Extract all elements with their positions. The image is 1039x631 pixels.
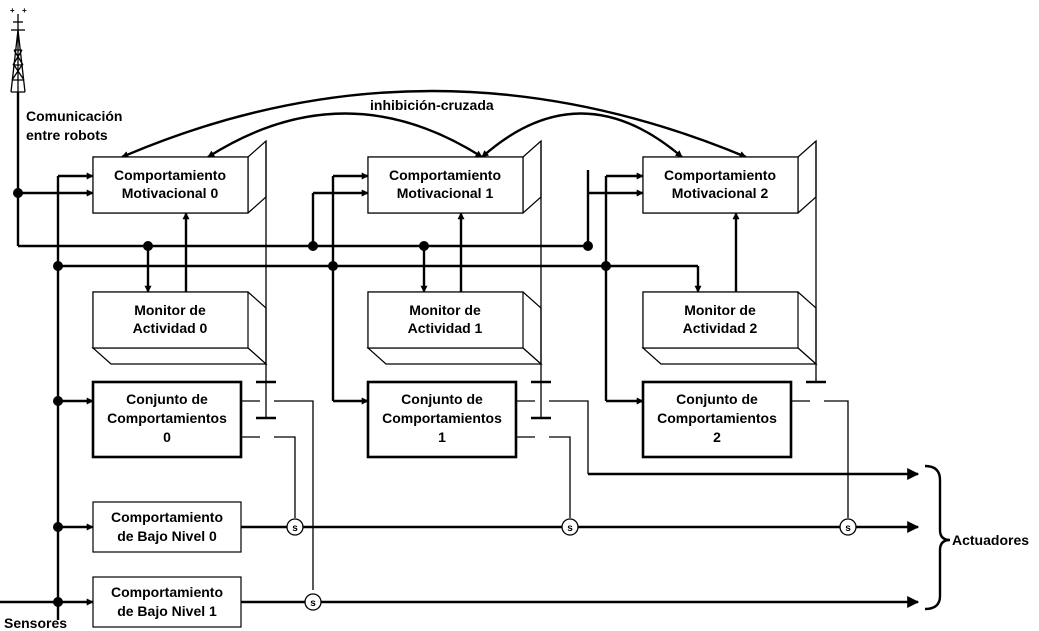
actuadores-label: Actuadores: [952, 532, 1029, 548]
actuadores-brace: [924, 464, 951, 611]
conjunto-0-line2: Comportamientos: [107, 410, 227, 426]
motivacional-1-line1: Comportamiento: [389, 167, 501, 183]
conjunto-box-0: Conjunto de Comportamientos 0: [91, 380, 243, 459]
antenna-icon: + +: [10, 6, 27, 93]
conjunto-2-line1: Conjunto de: [676, 391, 758, 407]
monitor-2-line2: Actividad 2: [683, 320, 758, 336]
conjunto-2-line3: 2: [713, 429, 721, 445]
conjunto-0-line3: 0: [163, 429, 171, 445]
motivacional-box-2: Comportamiento Motivacional 2: [642, 139, 817, 214]
monitor-box-1: Monitor de Actividad 1: [366, 291, 543, 366]
sensores-label: Sensores: [4, 615, 67, 631]
svg-text:+: +: [10, 6, 15, 15]
monitor-1-line1: Monitor de: [409, 302, 481, 318]
monitor-box-0: Monitor de Actividad 0: [91, 291, 268, 366]
inhibicion-label: inhibición-cruzada: [370, 97, 494, 113]
conjunto-1-line1: Conjunto de: [401, 391, 483, 407]
conjunto-0-line1: Conjunto de: [126, 391, 208, 407]
suppression-nodes: s s s s: [286, 518, 857, 611]
motivacional-box-1: Comportamiento Motivacional 1: [367, 139, 542, 214]
s-node-label: s: [292, 523, 298, 534]
motivacional-2-line2: Motivacional 2: [672, 185, 769, 201]
s-node-label: s: [567, 523, 573, 534]
conjunto-1-line3: 1: [438, 429, 446, 445]
motivacional-0-line2: Motivacional 0: [122, 185, 219, 201]
monitor-box-2: Monitor de Actividad 2: [641, 291, 818, 366]
motivacional-0-line1: Comportamiento: [114, 167, 226, 183]
bajo-nivel-1-line2: de Bajo Nivel 1: [117, 603, 217, 619]
comunicacion-label-line2: entre robots: [26, 127, 108, 143]
inhibicion-arcs: [121, 89, 747, 159]
conjunto-1-line2: Comportamientos: [382, 410, 502, 426]
bajo-nivel-1-line1: Comportamiento: [111, 584, 223, 600]
motivacional-box-0: Comportamiento Motivacional 0: [92, 139, 267, 214]
bajo-nivel-0-line1: Comportamiento: [111, 509, 223, 525]
motivacional-2-line1: Comportamiento: [664, 167, 776, 183]
monitor-1-line2: Actividad 1: [408, 320, 483, 336]
junction-dots: [13, 188, 611, 607]
communication-bus: [16, 92, 698, 268]
comunicacion-label-line1: Comunicación: [26, 108, 122, 124]
s-node-label: s: [845, 523, 851, 534]
monitor-2-line1: Monitor de: [684, 302, 756, 318]
bajo-nivel-0-line2: de Bajo Nivel 0: [117, 528, 217, 544]
bajo-nivel-box-0: Comportamiento de Bajo Nivel 0: [92, 501, 242, 553]
s-node-label: s: [310, 598, 316, 609]
activation-switches: [241, 141, 849, 590]
conjunto-2-line2: Comportamientos: [657, 410, 777, 426]
svg-text:+: +: [22, 6, 27, 15]
bajo-nivel-box-1: Comportamiento de Bajo Nivel 1: [92, 576, 242, 628]
conjunto-box-2: Conjunto de Comportamientos 2: [641, 380, 793, 459]
monitor-0-line2: Actividad 0: [133, 320, 208, 336]
monitor-0-line1: Monitor de: [134, 302, 206, 318]
motivacional-1-line2: Motivacional 1: [397, 185, 494, 201]
conjunto-box-1: Conjunto de Comportamientos 1: [366, 380, 518, 459]
